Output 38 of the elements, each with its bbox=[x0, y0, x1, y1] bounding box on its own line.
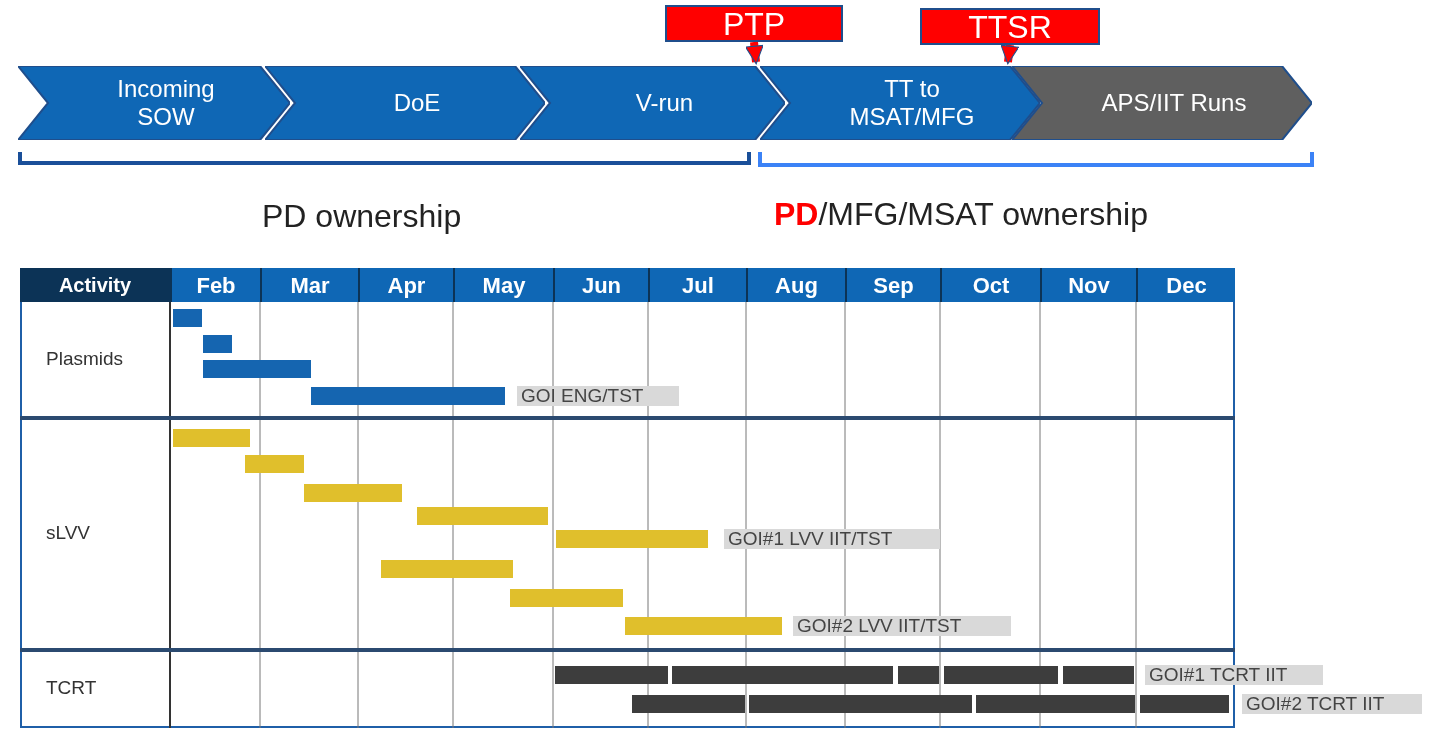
month-header: Nov bbox=[1040, 268, 1136, 302]
row-label: TCRT bbox=[46, 677, 97, 699]
month-header: May bbox=[453, 268, 553, 302]
milestone-label: PTP bbox=[722, 6, 786, 41]
process-step bbox=[265, 66, 545, 140]
milestone-callout bbox=[665, 5, 843, 42]
bar-label: GOI#1 LVV IIT/TST bbox=[724, 529, 940, 549]
header-cell: Activity bbox=[20, 268, 170, 302]
step-label: DoE bbox=[392, 89, 442, 117]
month-header: Sep bbox=[845, 268, 940, 302]
ownership-label: PD/MFG/MSAT ownership bbox=[774, 196, 1148, 232]
milestone-callout bbox=[920, 8, 1100, 45]
bar-label: GOI#2 TCRT IIT bbox=[1242, 694, 1422, 714]
down-arrow bbox=[1000, 44, 1020, 65]
month-header: Jun bbox=[553, 268, 648, 302]
process-step bbox=[520, 66, 785, 140]
step-label: Incoming SOW bbox=[116, 75, 216, 131]
process-step bbox=[18, 66, 290, 140]
ownership-label: PD ownership bbox=[262, 198, 462, 234]
month-header: Apr bbox=[358, 268, 453, 302]
month-header: Jul bbox=[648, 268, 746, 302]
month-header: Mar bbox=[260, 268, 358, 302]
step-label: TT to MSAT/MFG bbox=[848, 75, 976, 131]
milestone-label: TTSR bbox=[968, 9, 1052, 44]
row-label: Plasmids bbox=[46, 348, 124, 370]
row-label: sLVV bbox=[46, 522, 90, 544]
month-header: Feb bbox=[170, 268, 260, 302]
down-arrow bbox=[745, 41, 764, 65]
month-header: Dec bbox=[1136, 268, 1235, 302]
month-header: Aug bbox=[746, 268, 845, 302]
bar-label: GOI#1 TCRT IIT bbox=[1145, 665, 1323, 685]
month-header: Oct bbox=[940, 268, 1040, 302]
bar-label: GOI ENG/TST bbox=[517, 386, 679, 406]
process-step bbox=[760, 66, 1040, 140]
step-label: APS/IIT Runs bbox=[1100, 89, 1248, 117]
step-label: V-run bbox=[634, 89, 695, 117]
bar-label: GOI#2 LVV IIT/TST bbox=[793, 616, 1011, 636]
process-step bbox=[1012, 66, 1312, 140]
